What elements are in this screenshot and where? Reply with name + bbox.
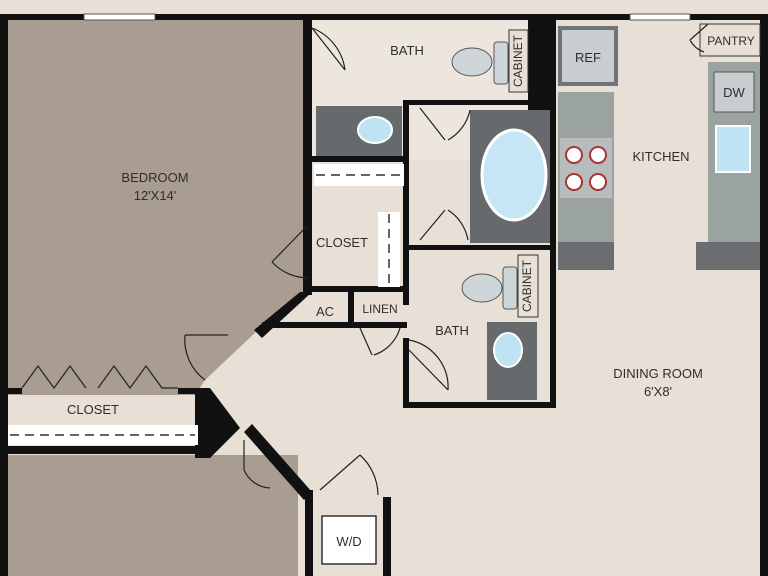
- laundry: [321, 515, 377, 565]
- wall-mid-divider: [403, 245, 553, 250]
- door-lower: [243, 440, 271, 489]
- wall-ac-right: [348, 292, 354, 326]
- door-pantry: [689, 23, 709, 53]
- wall-bedroom-bottom-left: [0, 388, 22, 394]
- toilet-tank-top: [493, 41, 509, 85]
- burner-2-icon: [589, 146, 607, 164]
- cabinet-mid-box: [517, 254, 539, 318]
- tub-icon: [480, 128, 548, 222]
- doors: [21, 23, 709, 496]
- wall-bath-mid-right: [550, 100, 556, 408]
- door-bath-mid-bottom: [408, 339, 449, 391]
- counter-left-base: [558, 242, 614, 270]
- counter-right-base: [696, 242, 760, 270]
- wall-bath-mid-left-low: [403, 338, 409, 408]
- label-bath-top: BATH: [390, 43, 424, 58]
- label-ac: AC: [316, 304, 334, 319]
- wall-wedge: [195, 388, 240, 458]
- wall-top-right: [690, 14, 768, 20]
- label-cabinet-top: CABINET: [511, 34, 525, 87]
- kitchen-sink-icon: [715, 125, 751, 173]
- wall-top-left: [0, 14, 84, 20]
- wall-bedroom-bottom-right: [178, 388, 208, 394]
- door-linen: [359, 327, 401, 356]
- wall-ac-linen: [262, 322, 407, 328]
- label-bath-mid: BATH: [435, 323, 469, 338]
- label-dining: DINING ROOM: [613, 366, 703, 381]
- toilet-tank-mid: [502, 266, 518, 310]
- door-bedroom: [184, 334, 228, 381]
- label-dining-dims: 6'X8': [644, 384, 672, 399]
- window-bedroom: [83, 13, 156, 21]
- bath-mid-fixtures: [461, 254, 539, 400]
- burner-3-icon: [565, 173, 583, 191]
- wall-closet-bottom: [308, 286, 408, 292]
- dw-box: [713, 71, 755, 113]
- label-ref: REF: [575, 50, 601, 65]
- toilet-mid-icon: [461, 273, 503, 303]
- cabinet-top-box: [508, 29, 529, 93]
- bedroom-closet: [8, 425, 198, 445]
- label-pantry: PANTRY: [707, 34, 755, 48]
- sink-mid-icon: [493, 332, 523, 368]
- door-bath-top: [311, 27, 346, 71]
- closet-mid: [314, 164, 404, 287]
- label-bedroom: BEDROOM: [121, 170, 188, 185]
- ref-inner: [562, 30, 614, 82]
- wall-diagonal-lower: [244, 424, 312, 500]
- label-wd: W/D: [336, 534, 361, 549]
- windows: [83, 13, 691, 21]
- wall-bath-mid-left: [403, 100, 409, 305]
- burner-1-icon: [565, 146, 583, 164]
- wall-right: [760, 14, 768, 576]
- door-wd: [319, 454, 379, 496]
- wall-wd-left: [305, 490, 313, 576]
- labels: BATH CABINET REF PANTRY DW KITCHEN BEDRO…: [67, 34, 755, 549]
- window-kitchen: [629, 13, 691, 21]
- label-cabinet-mid: CABINET: [520, 259, 534, 312]
- door-closet: [271, 224, 309, 279]
- label-bedroom-dims: 12'X14': [134, 188, 177, 203]
- wall-bath-mid-top: [409, 100, 550, 105]
- wall-closet-lower: [0, 446, 210, 454]
- wall-bath-top-bottom: [312, 156, 407, 162]
- wd-box: [321, 515, 377, 565]
- kitchen-fixtures: [558, 23, 761, 270]
- door-bath-mid-low: [419, 209, 469, 241]
- label-kitchen: KITCHEN: [632, 149, 689, 164]
- bedroom-floor: [8, 20, 308, 395]
- tub-area: [470, 110, 550, 243]
- wall-bedroom-bath: [303, 20, 312, 295]
- wall-top-mid: [155, 14, 630, 20]
- cooktop: [560, 138, 612, 198]
- label-dw: DW: [723, 85, 745, 100]
- wall-wd-right: [383, 497, 391, 576]
- wall-left: [0, 14, 8, 576]
- wall-bath-bottom: [403, 402, 556, 408]
- closet-shelf-top: [314, 164, 404, 186]
- pantry-box: [699, 23, 761, 57]
- sink-top-icon: [357, 116, 393, 144]
- label-closet-mid: CLOSET: [316, 235, 368, 250]
- walls: [0, 14, 768, 576]
- toilet-top-icon: [451, 47, 493, 77]
- lower-room-floor: [8, 455, 298, 576]
- bath-top-fixtures: [316, 29, 529, 156]
- burner-4-icon: [589, 173, 607, 191]
- label-closet-bedroom: CLOSET: [67, 402, 119, 417]
- door-closet-bifold: [21, 364, 178, 390]
- door-bath-mid-top: [419, 107, 471, 141]
- label-linen: LINEN: [362, 302, 397, 316]
- wall-bath-kitchen: [528, 20, 556, 110]
